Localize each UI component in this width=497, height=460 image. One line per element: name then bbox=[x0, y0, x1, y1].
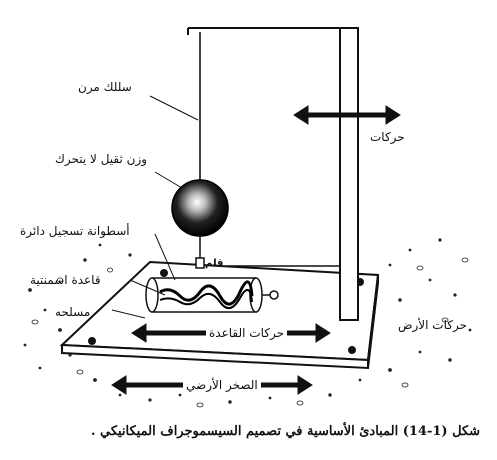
seismograph-diagram bbox=[23, 27, 472, 408]
label-spring: سللك مرن bbox=[78, 80, 132, 94]
label-bedrock: الصخر الأرضي bbox=[183, 378, 261, 392]
label-frame-motion: حركات bbox=[370, 130, 405, 144]
label-base-2: مسلحه bbox=[55, 305, 91, 319]
label-mass: وزن ثقيل لا يتحرك bbox=[55, 152, 148, 166]
label-ground-motion: حركات الأرض bbox=[398, 318, 467, 332]
ground-texture bbox=[23, 238, 472, 408]
leader-lines bbox=[111, 95, 199, 319]
pen bbox=[195, 236, 205, 269]
heavy-mass bbox=[171, 179, 229, 237]
recording-drum bbox=[145, 277, 279, 313]
label-base: قاعدة اسمنتية bbox=[30, 273, 101, 287]
frame bbox=[187, 27, 359, 321]
figure-caption: شكل (1-14) المبادئ الأساسية في تصميم الس… bbox=[90, 424, 480, 439]
label-drum: أسطوانة تسجيل دائرة bbox=[20, 224, 130, 238]
label-base-motion: حركات القاعدة bbox=[206, 326, 287, 340]
label-pen: قلم bbox=[205, 258, 224, 269]
